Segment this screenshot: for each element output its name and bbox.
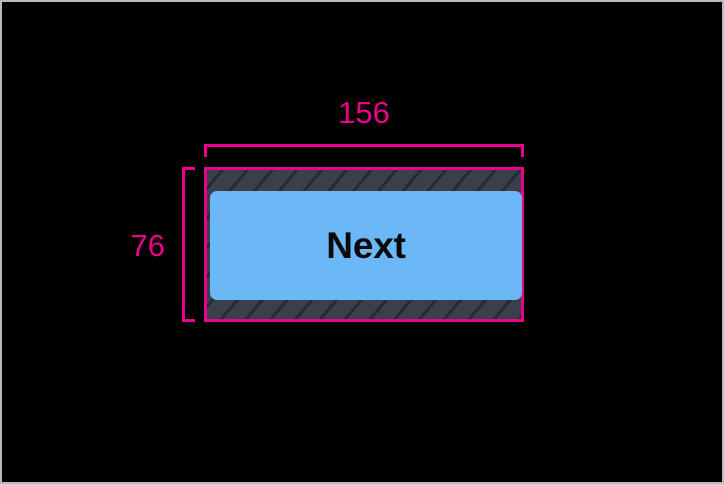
width-dimension-label: 156 [338, 95, 390, 130]
width-dimension-bracket [204, 144, 524, 157]
selection-highlight-rect[interactable]: Next [204, 167, 524, 322]
height-dimension-bracket [182, 167, 195, 322]
next-button-widget[interactable]: Next [207, 170, 522, 319]
next-button-label: Next [326, 225, 406, 266]
height-dimension-label: 76 [130, 228, 165, 263]
next-button-face[interactable]: Next [210, 191, 522, 300]
